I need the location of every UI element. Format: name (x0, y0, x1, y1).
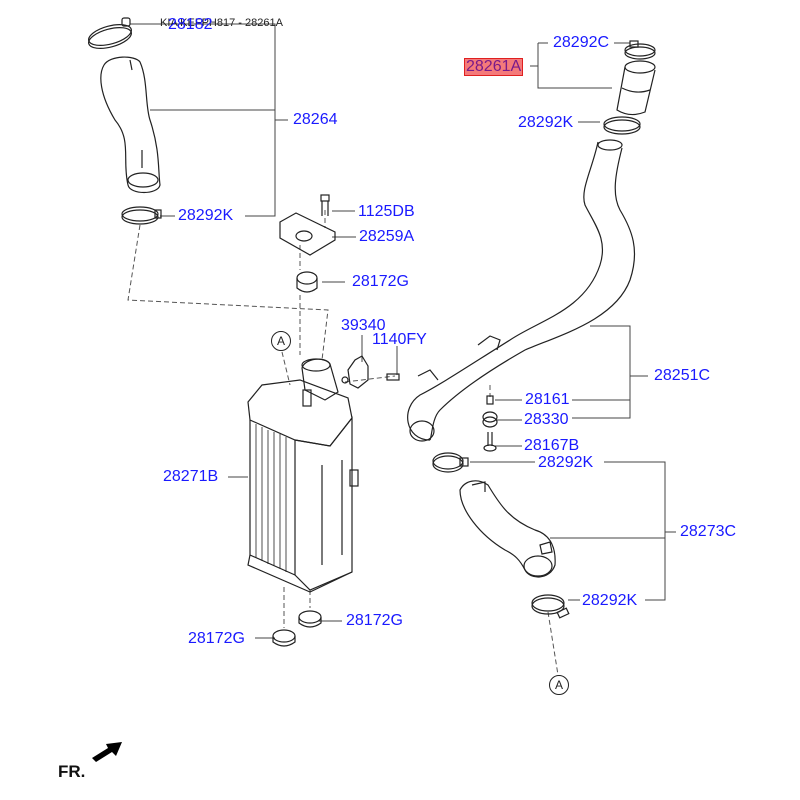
intercooler-fins (255, 424, 287, 572)
callout-a-left: A (271, 331, 291, 351)
hose-clamp-lower-a (432, 452, 469, 473)
part-label-28172G-bottom-left[interactable]: 28172G (188, 630, 245, 647)
intake-hose-upper (100, 56, 161, 194)
grommet-bottom-right (298, 610, 322, 628)
part-label-28292C[interactable]: 28292C (553, 34, 610, 51)
part-label-28330[interactable]: 28330 (524, 411, 569, 428)
part-label-28251C[interactable]: 28251C (654, 367, 711, 384)
pin-28161 (486, 395, 494, 405)
part-label-28172G-bottom-right[interactable]: 28172G (346, 612, 403, 629)
leader-lines (130, 23, 676, 639)
part-label-28264[interactable]: 28264 (293, 111, 338, 128)
part-label-39340[interactable]: 39340 (341, 317, 386, 334)
part-label-28261A[interactable]: 28261A (464, 58, 524, 76)
grommet-upper (296, 271, 318, 293)
bolt-1140FY (386, 373, 400, 381)
intercooler-outlet-elbow (301, 358, 339, 401)
intercooler-28271B (247, 379, 359, 593)
diagram-header: KIA KEFPH817 - 28261A (160, 17, 283, 29)
hose-clamp-upper-right (603, 116, 641, 135)
intercooler-hose-28273C (459, 480, 556, 578)
hose-clamp-28292C (624, 40, 656, 60)
part-label-28292K-lower-b[interactable]: 28292K (582, 592, 638, 609)
part-label-28259A[interactable]: 28259A (359, 228, 415, 245)
part-label-28167B[interactable]: 28167B (524, 437, 580, 454)
hose-clamp-top-left (88, 17, 132, 49)
part-label-1140FY[interactable]: 1140FY (372, 331, 427, 348)
part-label-28292K-left[interactable]: 28292K (178, 207, 234, 224)
callout-a-right: A (549, 675, 569, 695)
part-label-28273C[interactable]: 28273C (680, 523, 737, 540)
bushing-28330 (482, 411, 498, 428)
front-arrow-icon (92, 742, 122, 762)
part-label-28292K-upper-right[interactable]: 28292K (518, 114, 574, 131)
bolt-1125DB (320, 194, 330, 216)
bolt-28167B (483, 432, 497, 452)
hose-clamp-lower-b (531, 594, 570, 619)
part-label-28271B[interactable]: 28271B (163, 468, 219, 485)
front-orientation-label: FR. (58, 762, 86, 781)
intercooler-pipe-28251C (407, 139, 636, 442)
grommet-bottom-left (272, 629, 296, 647)
bracket-28259A (279, 212, 336, 256)
hose-28261A (616, 60, 656, 116)
part-label-28182[interactable]: 28182 (168, 16, 213, 33)
part-label-28292K-lower-a[interactable]: 28292K (538, 454, 594, 471)
part-label-28172G-upper[interactable]: 28172G (352, 273, 409, 290)
dashed-guides (127, 210, 559, 676)
part-label-28161[interactable]: 28161 (525, 391, 570, 408)
part-label-1125DB[interactable]: 1125DB (358, 203, 415, 220)
hose-clamp-left (121, 206, 162, 225)
sensor-39340 (341, 355, 369, 389)
